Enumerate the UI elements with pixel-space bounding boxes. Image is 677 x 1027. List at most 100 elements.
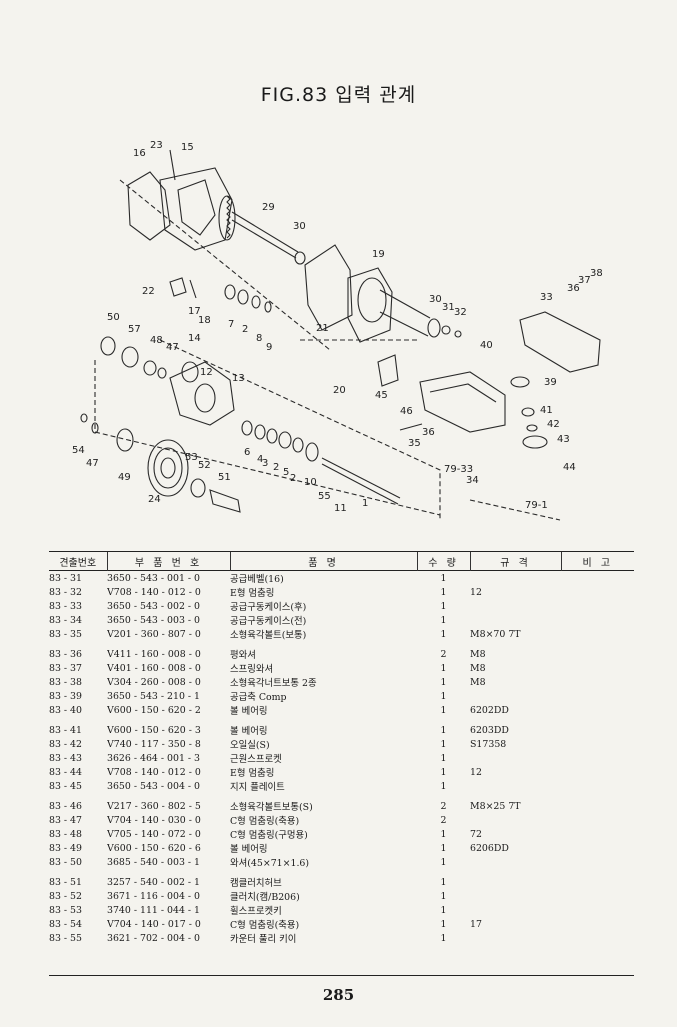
callout-label: 51 (218, 472, 231, 483)
part-name-cell: 스프링와셔 (230, 664, 274, 675)
remarks-cell (561, 813, 634, 827)
quantity-cell: 1 (440, 738, 447, 750)
part-name-cell: 와셔(45×71×1.6) (230, 858, 310, 869)
callout-label: 53 (185, 452, 198, 463)
spec-cell (470, 813, 561, 827)
spec-cell (470, 779, 561, 793)
header-part-name: 품 명 (229, 552, 417, 571)
callout-label: 32 (454, 307, 467, 318)
quantity-cell: 1 (440, 890, 447, 902)
callout-label: 21 (316, 323, 329, 334)
part-no-cell: 3650 - 543 - 004 - 0 (107, 780, 200, 792)
callout-label: 31 (442, 302, 455, 313)
part-no-cell: V304 - 260 - 008 - 0 (107, 676, 201, 688)
callout-label: 47 (86, 458, 99, 469)
ref-no-cell: 83 - 53 (49, 904, 82, 916)
part-name-cell: 공급베벨(16) (230, 574, 284, 585)
callout-label: 24 (148, 494, 161, 505)
ref-no-cell: 83 - 43 (49, 752, 82, 764)
part-name-cell: E형 멈춤링 (230, 588, 275, 599)
ref-no-cell: 83 - 48 (49, 828, 82, 840)
callout-label: 52 (198, 460, 211, 471)
callout-label: 34 (466, 475, 479, 486)
quantity-cell: 1 (440, 918, 447, 930)
part-name-cell: C형 멈춤링(축용) (230, 920, 300, 931)
callout-label: 79-33 (444, 464, 473, 475)
part-no-cell: 3650 - 543 - 001 - 0 (107, 572, 200, 584)
spec-cell: 6206DD (470, 842, 509, 854)
callout-label: 79-1 (525, 500, 548, 511)
part-name-cell: 오일실(S) (230, 740, 270, 751)
spec-cell: 12 (470, 766, 482, 778)
remarks-cell (561, 647, 634, 661)
spec-cell (470, 875, 561, 889)
callout-label: 5 (283, 467, 289, 478)
callout-label: 16 (133, 148, 146, 159)
part-name-cell: 볼 베어링 (230, 706, 268, 717)
spec-cell: S17358 (470, 738, 507, 750)
quantity-cell: 1 (440, 856, 447, 868)
callout-label: 17 (188, 306, 201, 317)
part-no-cell: 3650 - 543 - 002 - 0 (107, 600, 200, 612)
part-name-cell: 클러치(캠/B206) (230, 892, 300, 903)
part-name-cell: 공급구동케이스(전) (230, 616, 307, 627)
callout-label: 54 (72, 445, 85, 456)
part-no-cell: 3626 - 464 - 001 - 3 (107, 752, 200, 764)
callout-label: 10 (304, 477, 317, 488)
part-name-cell: 카운터 풀리 키이 (230, 934, 297, 945)
callout-label: 46 (400, 406, 413, 417)
remarks-cell (561, 703, 634, 717)
callout-label: 19 (372, 249, 385, 260)
part-no-cell: V600 - 150 - 620 - 2 (107, 704, 201, 716)
part-no-cell: V740 - 117 - 350 - 8 (107, 738, 201, 750)
callout-label: 18 (198, 315, 211, 326)
remarks-cell (561, 599, 634, 613)
ref-no-cell: 83 - 45 (49, 780, 82, 792)
spec-cell (470, 571, 561, 586)
spec-cell: M8 (470, 648, 486, 660)
ref-no-cell: 83 - 33 (49, 600, 82, 612)
part-no-cell: V600 - 150 - 620 - 6 (107, 842, 201, 854)
callout-label: 39 (544, 377, 557, 388)
header-part-no: 부 품 번 호 (106, 552, 230, 571)
ref-no-cell: 83 - 37 (49, 662, 82, 674)
part-name-cell: 평와셔 (230, 650, 256, 661)
callout-label: 45 (375, 390, 388, 401)
part-no-cell: 3257 - 540 - 002 - 1 (107, 876, 200, 888)
spec-cell: 6202DD (470, 704, 509, 716)
callout-label: 33 (540, 292, 553, 303)
remarks-cell (561, 737, 634, 751)
part-name-cell: 지지 플레이트 (230, 782, 285, 793)
remarks-cell (561, 585, 634, 599)
ref-no-cell: 83 - 39 (49, 690, 82, 702)
page-number: 285 (322, 986, 355, 1004)
callout-label: 30 (293, 221, 306, 232)
quantity-cell: 2 (440, 800, 447, 812)
part-no-cell: V600 - 150 - 620 - 3 (107, 724, 201, 736)
spec-cell (470, 889, 561, 903)
quantity-cell: 1 (440, 780, 447, 792)
ref-no-cell: 83 - 32 (49, 586, 82, 598)
spec-cell (470, 689, 561, 703)
callout-label: 4 (257, 454, 263, 465)
spec-cell: M8×70 7T (470, 628, 521, 640)
part-name-cell: 근원스프로켓 (230, 754, 282, 765)
callout-label: 13 (232, 373, 245, 384)
ref-no-cell: 83 - 40 (49, 704, 82, 716)
callout-label: 47 (166, 342, 179, 353)
part-no-cell: 3685 - 540 - 003 - 1 (107, 856, 200, 868)
figure-title: FIG.83 입력 관계 (260, 84, 417, 106)
quantity-cell: 1 (440, 676, 447, 688)
callout-label: 36 (422, 427, 435, 438)
remarks-cell (561, 723, 634, 737)
ref-no-cell: 83 - 41 (49, 724, 82, 736)
